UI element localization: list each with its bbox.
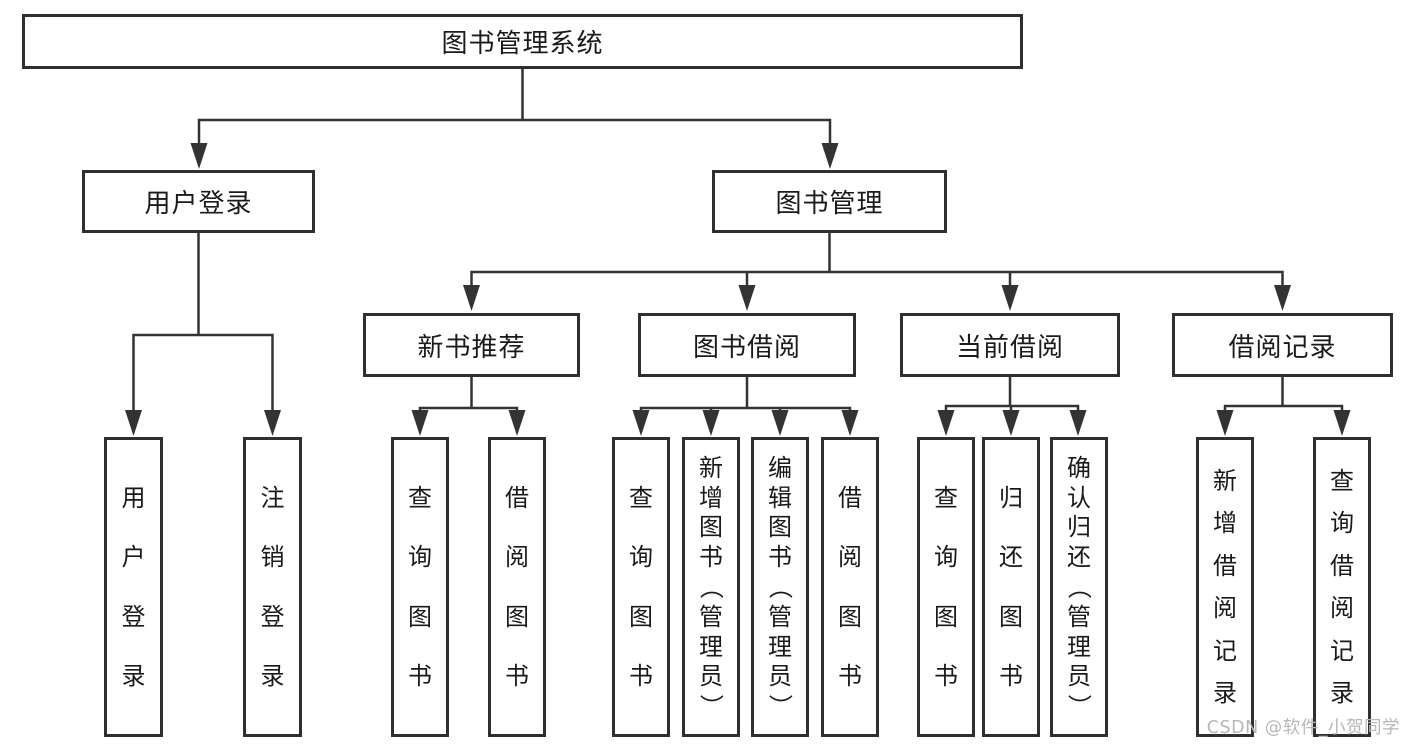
vertical-char: 记	[1330, 636, 1354, 665]
vertical-char: 借	[505, 483, 529, 512]
vertical-char: ）	[697, 694, 725, 719]
leaf-add-books-admin: 新增图书（ 管理员 ）	[682, 437, 740, 737]
vertical-char: 借	[838, 483, 862, 512]
vertical-char: 还	[1067, 543, 1091, 572]
vertical-char: 图	[629, 602, 653, 631]
vertical-char: 归	[999, 483, 1023, 512]
vertical-char: 登	[121, 602, 146, 631]
vertical-char: 查	[408, 483, 432, 512]
vertical-char: 录	[1213, 679, 1237, 708]
leaf-confirm-return-admin: 确认归还（ 管理员 ）	[1050, 437, 1108, 737]
vertical-char: 新	[699, 453, 723, 482]
vertical-char: 员	[1067, 662, 1091, 691]
vertical-char: 确	[1067, 453, 1091, 482]
vertical-char: 书	[505, 662, 529, 691]
vertical-char: ）	[766, 694, 794, 719]
leaf-add-borrow-record: 新增借阅记录	[1196, 437, 1254, 737]
vertical-char: ）	[1065, 694, 1093, 719]
vertical-char: 编	[768, 453, 792, 482]
vertical-char: 录	[1330, 679, 1354, 708]
node-borrow-records: 借阅记录	[1172, 313, 1393, 377]
vertical-char: （	[697, 574, 725, 599]
vertical-char: 员	[768, 662, 792, 691]
node-book-management: 图书管理	[712, 170, 947, 233]
vertical-char: 阅	[1213, 594, 1237, 623]
vertical-char: 询	[934, 543, 958, 572]
vertical-char: 借	[1330, 551, 1354, 580]
vertical-char: 图	[934, 602, 958, 631]
vertical-char: 理	[1067, 632, 1091, 661]
vertical-char: 管	[768, 602, 792, 631]
vertical-char: 记	[1213, 636, 1237, 665]
vertical-char: 图	[999, 602, 1023, 631]
vertical-char: 询	[629, 543, 653, 572]
vertical-char: 用	[121, 483, 146, 512]
leaf-borrow-books: 借阅图书	[821, 437, 879, 737]
leaf-user-login: 用户登录	[104, 437, 163, 737]
vertical-char: 询	[408, 543, 432, 572]
node-current-borrow: 当前借阅	[900, 313, 1120, 377]
leaf-query-books-recommend: 查询图书	[391, 437, 449, 737]
vertical-char: 增	[699, 483, 723, 512]
leaf-return-books: 归还图书	[982, 437, 1040, 737]
vertical-char: 书	[999, 662, 1023, 691]
vertical-char: 图	[505, 602, 529, 631]
vertical-char: 归	[1067, 513, 1091, 542]
vertical-char: 阅	[505, 543, 529, 572]
leaf-query-books-borrow: 查询图书	[612, 437, 670, 737]
node-book-borrow: 图书借阅	[638, 313, 856, 377]
vertical-char: 书	[408, 662, 432, 691]
vertical-char: 新	[1213, 466, 1237, 495]
vertical-char: 管	[1067, 602, 1091, 631]
leaf-query-books-current: 查询图书	[917, 437, 975, 737]
vertical-char: 销	[260, 543, 285, 572]
node-library-system: 图书管理系统	[22, 14, 1023, 69]
vertical-char: 增	[1213, 509, 1237, 538]
vertical-char: 还	[999, 543, 1023, 572]
vertical-char: 书	[934, 662, 958, 691]
vertical-char: 录	[121, 662, 146, 691]
node-user-login: 用户登录	[82, 170, 315, 233]
vertical-char: 认	[1067, 483, 1091, 512]
vertical-char: 理	[699, 632, 723, 661]
vertical-char: 查	[1330, 466, 1354, 495]
vertical-char: 书	[768, 543, 792, 572]
vertical-char: 查	[934, 483, 958, 512]
leaf-borrow-books-recommend: 借阅图书	[488, 437, 546, 737]
vertical-char: 书	[699, 543, 723, 572]
vertical-char: （	[1065, 574, 1093, 599]
vertical-char: 书	[629, 662, 653, 691]
leaf-edit-books-admin: 编辑图书（ 管理员 ）	[751, 437, 809, 737]
vertical-char: 户	[121, 543, 146, 572]
vertical-char: 图	[768, 513, 792, 542]
vertical-char: 查	[629, 483, 653, 512]
leaf-logout: 注销登录	[243, 437, 302, 737]
vertical-char: 注	[260, 483, 285, 512]
vertical-char: 登	[260, 602, 285, 631]
leaf-query-borrow-record: 查询借阅记录	[1313, 437, 1371, 737]
vertical-char: （	[766, 574, 794, 599]
vertical-char: 图	[838, 602, 862, 631]
vertical-char: 借	[1213, 551, 1237, 580]
vertical-char: 管	[699, 602, 723, 631]
node-new-book-recommend: 新书推荐	[363, 313, 580, 377]
watermark: CSDN @软件_小贺同学	[1206, 718, 1400, 738]
vertical-char: 员	[699, 662, 723, 691]
vertical-char: 图	[699, 513, 723, 542]
vertical-char: 阅	[838, 543, 862, 572]
vertical-char: 书	[838, 662, 862, 691]
vertical-char: 理	[768, 632, 792, 661]
vertical-char: 询	[1330, 509, 1354, 538]
vertical-char: 阅	[1330, 594, 1354, 623]
vertical-char: 录	[260, 662, 285, 691]
vertical-char: 辑	[768, 483, 792, 512]
vertical-char: 图	[408, 602, 432, 631]
